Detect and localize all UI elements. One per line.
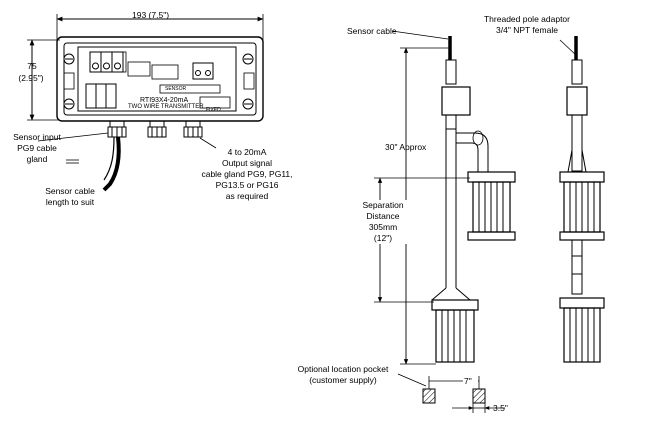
separation-line-2: Distance bbox=[366, 211, 400, 221]
width-3-5-label: 3.5" bbox=[493, 403, 508, 413]
width-dimension-label: 193 (7.5") bbox=[132, 10, 170, 20]
cable-gland-middle bbox=[147, 120, 167, 138]
sensor-cable bbox=[102, 136, 121, 192]
output-line-3: cable gland PG9, PG11, bbox=[201, 169, 293, 179]
output-signal-label: 4 to 20mA Output signal cable gland PG9,… bbox=[186, 147, 308, 202]
output-line-5: as required bbox=[225, 191, 269, 201]
adaptor-line-1: Threaded pole adaptor bbox=[483, 14, 570, 24]
terminal-label: SENSOR bbox=[165, 86, 187, 92]
width-7-label: 7" bbox=[463, 376, 473, 387]
sensor-cable-line-1: Sensor cable bbox=[45, 186, 95, 196]
sensor-cable-label: Sensor cable bbox=[347, 26, 397, 36]
separation-line-1: Separation bbox=[362, 200, 404, 210]
product-label: RTI93X4-20mA bbox=[140, 97, 189, 104]
location-pocket-right bbox=[472, 388, 486, 404]
sensor-input-line-3: gland bbox=[26, 154, 48, 164]
output-line-1: 4 to 20mA bbox=[227, 147, 267, 157]
sensor-left bbox=[431, 36, 516, 363]
cable-gland-output bbox=[183, 120, 203, 138]
product-sublabel: TWO WIRE TRANSMITTER bbox=[128, 104, 204, 110]
sensor-cable-length-label: Sensor cable length to suit bbox=[30, 186, 110, 208]
output-line-4: PG13.5 or PG16 bbox=[215, 180, 279, 190]
height-dimension-label: 75 bbox=[27, 61, 37, 71]
height-dimension-label-inches: (2.95") bbox=[18, 73, 44, 83]
location-pocket-left bbox=[422, 388, 436, 404]
output-line-2: Output signal bbox=[221, 158, 273, 168]
corner-label: FIXED bbox=[206, 107, 221, 113]
pole-adaptor-label: Threaded pole adaptor 3/4" NPT female bbox=[467, 14, 587, 36]
pocket-line-1: Optional location pocket bbox=[297, 364, 389, 374]
separation-line-3: 305mm bbox=[368, 222, 398, 232]
sensor-input-label: Sensor input PG9 cable gland bbox=[2, 132, 72, 165]
adaptor-line-2: 3/4" NPT female bbox=[496, 25, 558, 35]
location-pocket-label: Optional location pocket (customer suppl… bbox=[286, 364, 400, 386]
transmitter-enclosure bbox=[27, 14, 264, 192]
corner-screw bbox=[63, 53, 254, 110]
approx-length-label: 30" Approx bbox=[385, 142, 427, 152]
sensor-assemblies bbox=[374, 30, 605, 413]
separation-label: Separation Distance 305mm (12") bbox=[350, 200, 416, 244]
sensor-input-line-1: Sensor input bbox=[13, 132, 61, 142]
sensor-cable-line-2: length to suit bbox=[45, 197, 95, 207]
terminal-block bbox=[89, 51, 124, 73]
cable-gland-input bbox=[107, 120, 127, 138]
sensor-right bbox=[559, 36, 605, 363]
separation-line-4: (12") bbox=[373, 233, 393, 243]
pocket-line-2: (customer supply) bbox=[309, 375, 377, 385]
circuit-board bbox=[77, 46, 237, 112]
sensor-input-line-2: PG9 cable bbox=[17, 143, 57, 153]
